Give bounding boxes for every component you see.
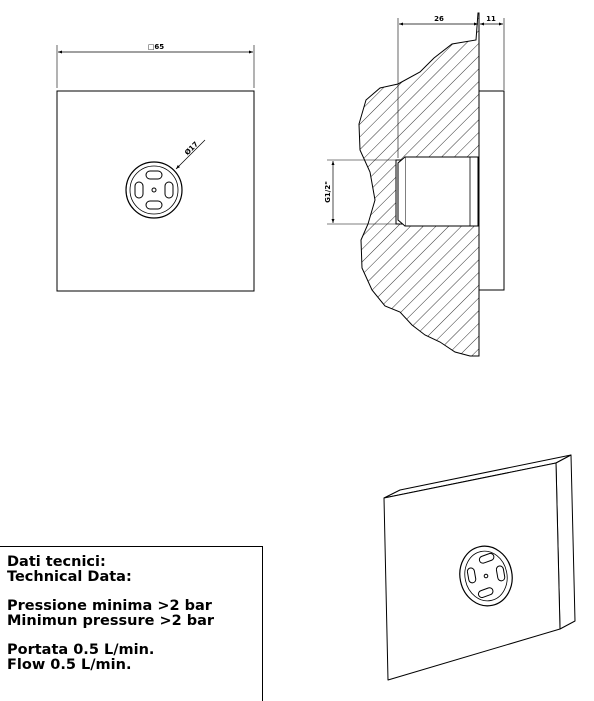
flow-italian: Portata 0.5 L/min. [7, 642, 155, 658]
pressure-english: Minimun pressure >2 bar [7, 613, 215, 629]
valve-body [404, 156, 479, 227]
diameter-dimension-label: Ø17 [183, 140, 200, 157]
depth-dimension-label: 26 [434, 15, 444, 23]
nozzle-iso [459, 545, 513, 607]
iso-front-face [383, 462, 561, 681]
cover-plate [478, 90, 505, 291]
pressure-italian: Pressione minima >2 bar [7, 598, 212, 614]
heading-italian: Dati tecnici: [7, 554, 106, 570]
diameter-leader [175, 139, 206, 170]
thread-dimension-label: G1/2" [324, 181, 332, 203]
section-view [327, 12, 505, 357]
front-view [56, 45, 255, 292]
isometric-view [383, 454, 576, 681]
technical-data-box: Dati tecnici: Technical Data: Pressione … [0, 546, 263, 701]
flow-english: Flow 0.5 L/min. [7, 657, 132, 673]
nozzle-front [125, 161, 183, 219]
width-dimension-label: □65 [148, 43, 164, 51]
heading-english: Technical Data: [7, 569, 132, 585]
front-plate [56, 90, 255, 292]
plate-dimension-label: 11 [486, 15, 496, 23]
